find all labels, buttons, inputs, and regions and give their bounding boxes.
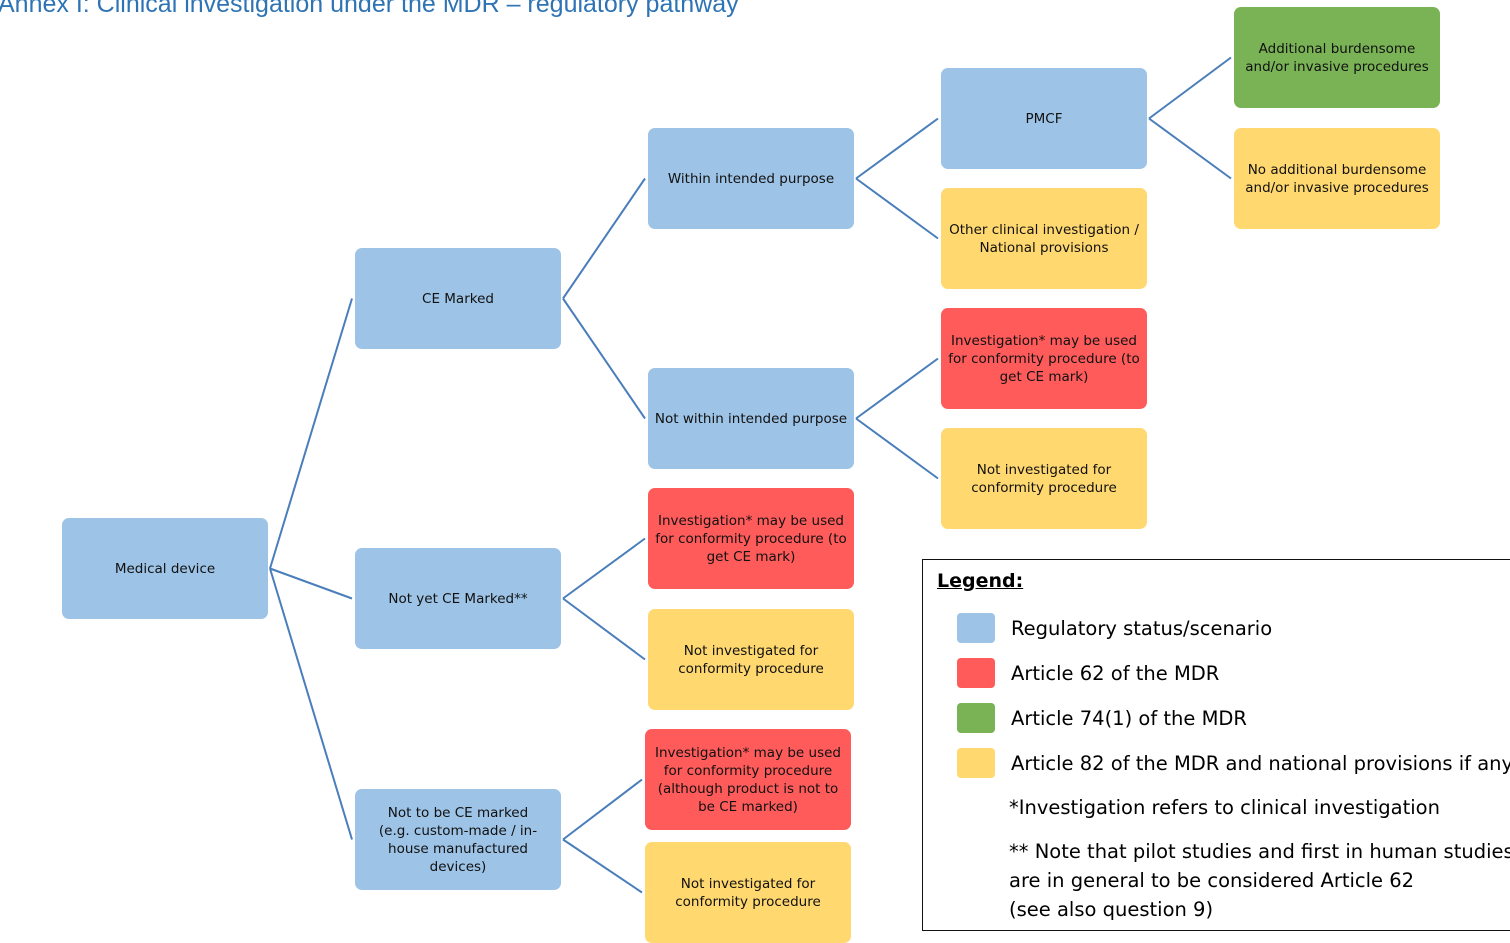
legend-swatch [957,748,995,778]
node-not-investigated-2: Not investigated for conformity procedur… [645,842,851,943]
page-title: Annex I: Clinical investigation under th… [0,0,739,18]
node-not-investigated-3: Not investigated for conformity procedur… [941,428,1147,529]
legend-label: Article 62 of the MDR [1011,661,1220,685]
node-investigation-conformity-2: Investigation* may be used for conformit… [645,729,851,830]
node-not-to-be-ce-marked: Not to be CE marked (e.g. custom-made / … [355,789,561,890]
connector-within-pmcf [855,117,939,180]
connector-notyet-yel1 [562,597,646,661]
legend-item-article62: Article 62 of the MDR [957,658,1219,688]
legend-note-investigation: *Investigation refers to clinical invest… [1009,796,1440,819]
connector-notyet-red1 [562,537,646,600]
node-investigation-conformity-1: Investigation* may be used for conformit… [648,488,854,589]
legend-swatch [957,613,995,643]
legend-swatch [957,658,995,688]
node-ce-marked: CE Marked [355,248,561,349]
legend-title: Legend: [937,570,1024,592]
connector-nottobe-yel2 [562,838,643,894]
connector-medical-notyet [269,567,353,600]
legend-swatch [957,703,995,733]
legend-label: Article 74(1) of the MDR [1011,706,1247,730]
legend-item-article74: Article 74(1) of the MDR [957,703,1247,733]
connector-ce-within [562,177,646,300]
connector-nottobe-red2 [562,778,643,841]
node-within-intended-purpose: Within intended purpose [648,128,854,229]
connector-notwithin-yel3 [855,417,939,480]
node-pmcf: PMCF [941,68,1147,169]
connector-pmcf-noadd [1148,117,1232,180]
connector-ce-notwithin [562,297,646,420]
node-investigation-conformity-3: Investigation* may be used for conformit… [941,308,1147,409]
legend: Legend: Regulatory status/scenario Artic… [922,559,1510,931]
connector-within-other [855,177,939,240]
legend-label: Regulatory status/scenario [1011,616,1273,640]
legend-label: Article 82 of the MDR and national provi… [1011,751,1510,775]
connector-medical-nottobe [269,568,353,840]
node-no-additional-burdensome: No additional burdensome and/or invasive… [1234,128,1440,229]
legend-item-regulatory: Regulatory status/scenario [957,613,1272,643]
legend-item-article82: Article 82 of the MDR and national provi… [957,748,1510,778]
connector-medical-ce [269,298,353,569]
connector-pmcf-green [1148,56,1232,120]
connector-notwithin-red3 [855,357,939,420]
legend-note-pilot-studies: ** Note that pilot studies and first in … [1009,840,1510,921]
node-not-within-intended-purpose: Not within intended purpose [648,368,854,469]
node-not-investigated-1: Not investigated for conformity procedur… [648,609,854,710]
node-medical-device: Medical device [62,518,268,619]
node-other-clinical-investigation: Other clinical investigation / National … [941,188,1147,289]
node-additional-burdensome: Additional burdensome and/or invasive pr… [1234,7,1440,108]
node-not-yet-ce-marked: Not yet CE Marked** [355,548,561,649]
